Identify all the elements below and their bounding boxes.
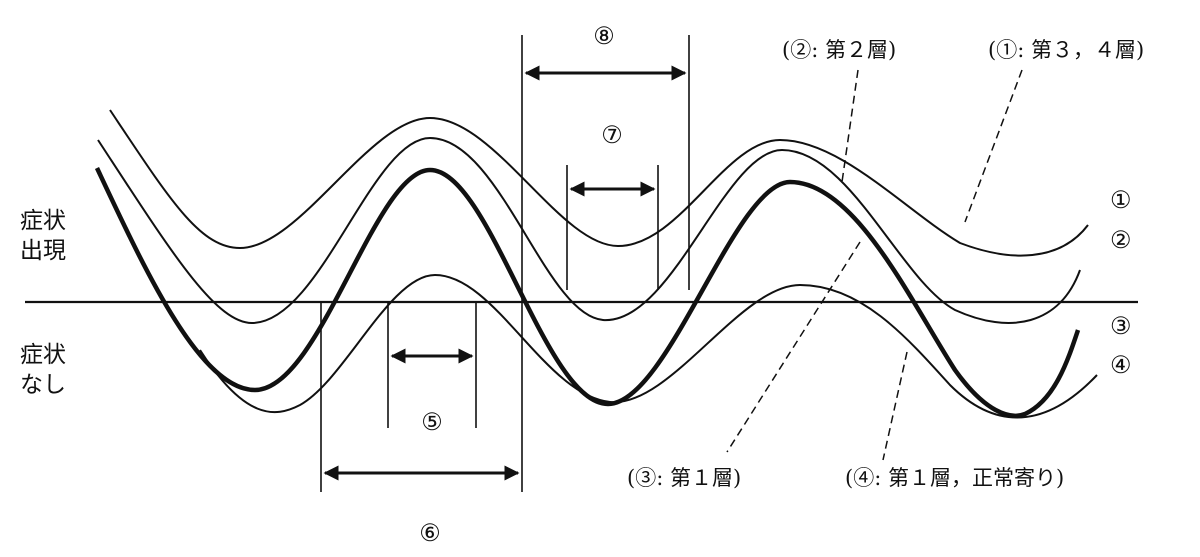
curve-label-2: ② xyxy=(1110,226,1132,254)
annotation-curve-4: (④: 第１層，正常寄り) xyxy=(845,466,1064,490)
wave-curve-3-bold xyxy=(94,167,1081,419)
curve-label-3: ③ xyxy=(1110,312,1132,340)
leader-line-4 xyxy=(882,351,908,461)
interval-label-5: ⑤ xyxy=(421,408,443,436)
annotation-curve-3: (③: 第１層) xyxy=(627,466,741,490)
label-no-symptom-line2: なし xyxy=(20,372,66,398)
label-symptom-present-line2: 出現 xyxy=(20,238,66,264)
annotation-curve-2: (②: 第２層) xyxy=(782,38,896,62)
leader-line-3 xyxy=(726,241,861,453)
curve-label-4: ④ xyxy=(1110,351,1132,379)
wave-curve-1 xyxy=(109,109,1089,257)
wave-curve-2 xyxy=(97,136,1081,325)
annotation-curve-1: (①: 第３，４層) xyxy=(988,38,1144,62)
interval-label-6: ⑥ xyxy=(419,519,441,547)
label-no-symptom-line1: 症状 xyxy=(20,342,66,368)
leader-line-1 xyxy=(964,69,1023,223)
curve-label-1: ① xyxy=(1110,186,1132,214)
leader-line-2 xyxy=(841,69,859,183)
interval-label-8: ⑧ xyxy=(593,22,615,50)
interval-label-7: ⑦ xyxy=(601,121,623,149)
label-symptom-present-line1: 症状 xyxy=(20,208,66,234)
wave-curve-4 xyxy=(199,273,1098,419)
